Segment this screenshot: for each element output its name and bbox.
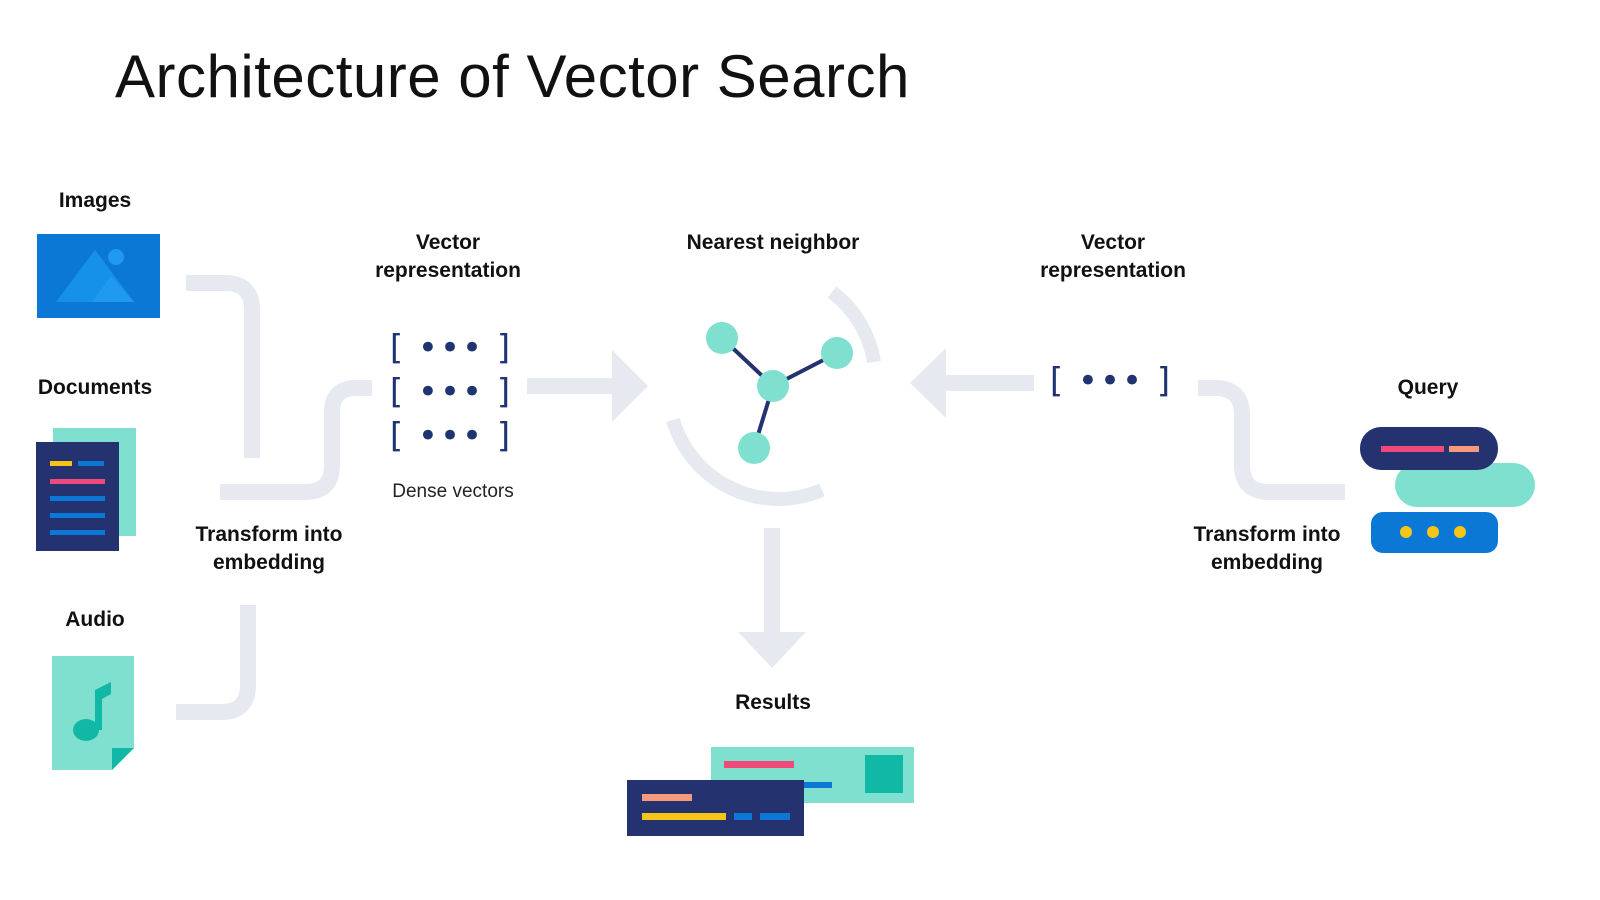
label-images: Images bbox=[58, 189, 132, 212]
dense-vector-1: [ ••• ] bbox=[389, 328, 513, 368]
results-cards-icon bbox=[627, 747, 914, 836]
audio-file-icon bbox=[52, 656, 134, 770]
dense-vector-3: [ ••• ] bbox=[389, 416, 513, 456]
label-vector-right-line2: representation bbox=[1040, 259, 1186, 282]
page-title: Architecture of Vector Search bbox=[115, 43, 910, 110]
label-transform-right-line1: Transform into bbox=[1193, 523, 1341, 546]
label-transform-right: Transform into embedding bbox=[1193, 521, 1340, 577]
query-vector: [ ••• ] bbox=[1049, 361, 1173, 401]
label-documents: Documents bbox=[37, 376, 153, 399]
neighbor-circle bbox=[666, 286, 881, 506]
label-nearest-neighbor: Nearest neighbor bbox=[686, 231, 860, 254]
label-transform-left-line1: Transform into bbox=[195, 523, 343, 546]
connector-images bbox=[186, 275, 260, 458]
label-vector-right-line1: Vector bbox=[1080, 231, 1146, 254]
image-icon bbox=[37, 234, 160, 318]
arrow-right-to-neighbor bbox=[910, 348, 1034, 418]
arrow-left-to-neighbor bbox=[527, 350, 648, 422]
label-audio: Audio bbox=[65, 608, 125, 631]
label-transform-left: Transform into embedding bbox=[195, 521, 342, 577]
label-vector-left: Vector representation bbox=[375, 229, 521, 285]
label-dense-vectors: Dense vectors bbox=[392, 481, 514, 502]
neighbor-graph-icon bbox=[706, 322, 853, 464]
connector-documents bbox=[220, 380, 372, 500]
label-vector-right: Vector representation bbox=[1040, 229, 1186, 285]
document-icon bbox=[36, 428, 136, 551]
dense-vector-2: [ ••• ] bbox=[389, 372, 513, 412]
query-chat-icon bbox=[1360, 427, 1535, 553]
label-vector-left-line1: Vector bbox=[415, 231, 481, 254]
label-vector-left-line2: representation bbox=[375, 259, 521, 282]
connector-query bbox=[1198, 380, 1345, 500]
label-results: Results bbox=[735, 691, 811, 714]
left-connectors bbox=[176, 275, 372, 720]
label-transform-left-line2: embedding bbox=[212, 551, 326, 574]
label-query: Query bbox=[1397, 376, 1459, 399]
label-transform-right-line2: embedding bbox=[1210, 551, 1324, 574]
arrow-down-to-results bbox=[738, 528, 806, 668]
connector-audio bbox=[176, 605, 256, 720]
